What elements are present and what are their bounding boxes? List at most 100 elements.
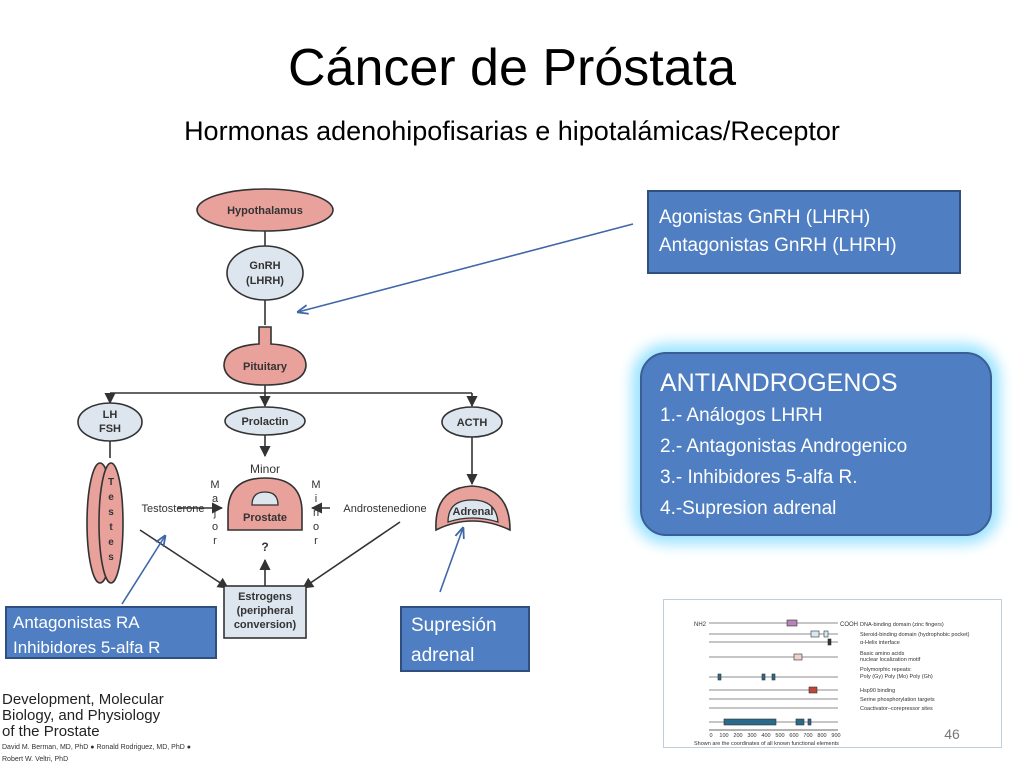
axis-tick: 300 xyxy=(747,733,756,739)
prostate-urethra-icon xyxy=(251,491,279,506)
book-title-line: Development, Molecular xyxy=(2,691,164,708)
acth-node xyxy=(441,406,503,438)
major-letter: o xyxy=(212,521,218,533)
book-authors-line: David M. Berman, MD, PhD ● Ronald Rodrig… xyxy=(2,744,191,751)
antagonistas-ra-arrow xyxy=(121,536,165,605)
minor-letter: r xyxy=(314,535,318,547)
slide-title: Cáncer de Próstata xyxy=(287,39,737,97)
estrogens-label-1: Estrogens xyxy=(238,591,292,603)
gnrh-label-1: GnRH xyxy=(249,260,280,272)
major-letter: a xyxy=(212,493,219,505)
prolactin-label: Prolactin xyxy=(241,416,288,428)
testes-letter: T xyxy=(108,477,114,488)
agonistas-line: Agonistas GnRH (LHRH) xyxy=(659,207,871,228)
antiandrogenos-item: 3.- Inhibidores 5-alfa R. xyxy=(660,467,858,488)
antagonistas-ra-line: Antagonistas RA xyxy=(13,613,140,632)
cooh-label: COOH xyxy=(840,622,858,628)
prolactin-node xyxy=(224,406,306,436)
lh-fsh-node xyxy=(77,402,143,442)
testes-letter: e xyxy=(108,492,114,503)
inhibidores-line: Inhibidores 5-alfa R xyxy=(13,638,161,657)
major-letter: r xyxy=(213,535,217,547)
antiandrogenos-item: 1.- Análogos LHRH xyxy=(660,405,823,426)
book-authors-line: Robert W. Veltri, PhD xyxy=(2,756,69,763)
book-title-line: of the Prostate xyxy=(2,723,100,740)
book-reference: Development, Molecular Biology, and Phys… xyxy=(2,692,202,764)
axis-tick: 600 xyxy=(789,733,798,739)
testes-letters: T e s t e s xyxy=(108,477,114,563)
antiandrogenos-heading: ANTIANDROGENOS xyxy=(660,369,898,397)
pituitary-node xyxy=(223,326,307,386)
fsh-label: FSH xyxy=(99,423,121,435)
prostate-label: Prostate xyxy=(243,512,287,524)
lh-label: LH xyxy=(103,409,118,421)
supresion-arrow xyxy=(439,528,463,593)
antiandrogenos-callout: ANTIANDROGENOS 1.- Análogos LHRH 2.- Ant… xyxy=(640,352,992,536)
androstenedione-label: Androstenedione xyxy=(343,503,426,515)
domain-label: nuclear localization motif xyxy=(860,657,921,663)
antagonistas-line: Antagonistas GnRH (LHRH) xyxy=(659,235,897,256)
prostate-question: ? xyxy=(261,540,268,554)
domain-label: Basic amino acids xyxy=(860,651,905,657)
diagram-connectors xyxy=(104,230,478,589)
major-letter: j xyxy=(213,507,216,519)
axis-tick: 400 xyxy=(761,733,770,739)
testes-node xyxy=(98,462,124,584)
domain-label: Steroid-binding domain (hydrophobic pock… xyxy=(860,632,970,638)
pituitary-label: Pituitary xyxy=(243,361,288,373)
acth-label: ACTH xyxy=(457,417,488,429)
minor-letter: M xyxy=(311,479,320,491)
hypothalamus-label: Hypothalamus xyxy=(227,205,303,217)
antiandrogenos-item: 4.-Supresion adrenal xyxy=(660,498,837,519)
domain-label: Poly (Gy) Poly (Mo) Poly (Gh) xyxy=(860,674,933,680)
receptor-domain-figure: NH2 COOH DN xyxy=(663,599,1002,748)
axis-tick: 200 xyxy=(733,733,742,739)
agonistas-arrow xyxy=(298,223,634,312)
estrogens-label-2: (peripheral xyxy=(237,605,294,617)
minor-letter: o xyxy=(313,521,319,533)
domain-label: α-Helix interface xyxy=(860,640,900,646)
testes-letter: s xyxy=(108,507,114,518)
inset-caption: Shown are the coordinates of all known f… xyxy=(694,741,839,747)
axis-tick: 800 xyxy=(817,733,826,739)
domain-label: Hsp90 binding xyxy=(860,688,895,694)
domain-label: DNA-binding domain (zinc fingers) xyxy=(860,622,944,628)
agonistas-callout: Agonistas GnRH (LHRH) Antagonistas GnRH … xyxy=(647,190,961,274)
axis-tick: 700 xyxy=(803,733,812,739)
testes-letter: s xyxy=(108,552,114,563)
nh2-label: NH2 xyxy=(694,622,707,628)
domain-label: Polymorphic repeats: xyxy=(860,667,912,673)
minor-letter: i xyxy=(315,493,317,505)
testes-letter: t xyxy=(109,522,113,533)
supresion-callout: Supresión adrenal xyxy=(400,606,530,672)
adrenal-inner xyxy=(447,499,499,523)
gnrh-label-2: (LHRH) xyxy=(246,275,284,287)
antiandrogenos-item: 2.- Antagonistas Androgenico xyxy=(660,436,908,457)
hypothalamus-node xyxy=(196,188,334,232)
axis-tick: 500 xyxy=(775,733,784,739)
estrogens-node xyxy=(223,585,307,639)
receptor-domain-svg: NH2 COOH DN xyxy=(694,619,970,747)
page-number: 46 xyxy=(944,726,960,742)
domain-label: Serine phosphorylation targets xyxy=(860,697,935,703)
adrenal-label: Adrenal xyxy=(453,506,494,518)
supresion-line-1: Supresión xyxy=(411,615,497,636)
domain-label: Coactivator–corepressor sites xyxy=(860,706,933,712)
major-letter: M xyxy=(210,479,219,491)
slide-subtitle: Hormonas adenohipofisarias e hipotalámic… xyxy=(184,116,840,146)
estrogens-label-3: conversion) xyxy=(234,619,297,631)
minor-label: Minor xyxy=(250,462,280,476)
minor-letters: M i n o r xyxy=(311,479,320,547)
book-title-line: Biology, and Physiology xyxy=(2,707,161,724)
testosterone-label: Testosterone xyxy=(142,503,205,515)
axis-tick: 100 xyxy=(719,733,728,739)
axis-tick: 0 xyxy=(709,733,712,739)
axis-tick: 900 xyxy=(831,733,840,739)
major-letters: M a j o r xyxy=(210,479,219,547)
testes-letter: e xyxy=(108,537,114,548)
antagonistas-ra-callout: Antagonistas RA Inhibidores 5-alfa R xyxy=(5,606,217,659)
gnrh-node xyxy=(226,245,304,301)
minor-letter: n xyxy=(313,507,319,519)
supresion-line-2: adrenal xyxy=(411,645,475,666)
